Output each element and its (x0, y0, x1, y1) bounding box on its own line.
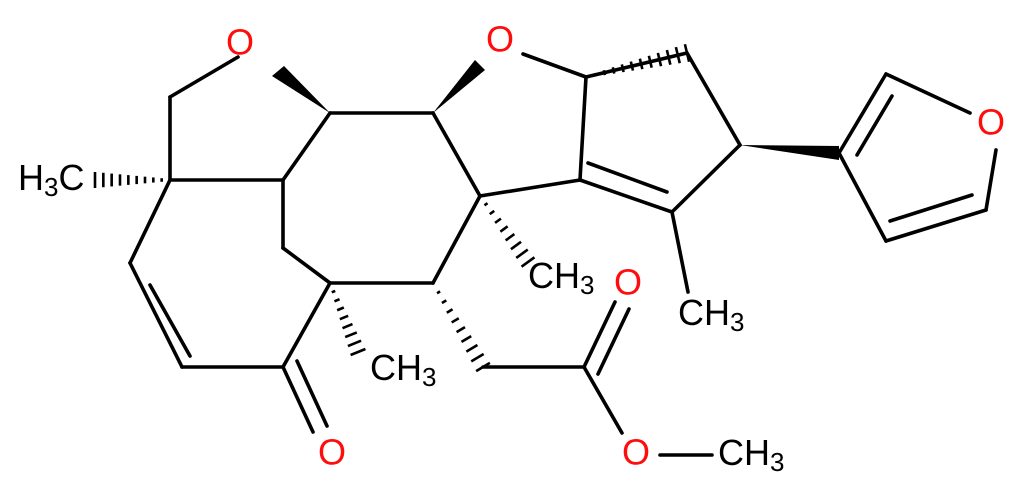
bond (984, 148, 998, 212)
oxygen-label: O (977, 102, 1005, 143)
bond (586, 161, 669, 194)
bond (168, 55, 240, 99)
bond (281, 111, 332, 182)
hash-line (350, 347, 366, 357)
hash-bond (328, 281, 366, 357)
bond (431, 194, 482, 285)
hash-line (629, 61, 635, 71)
bond (281, 365, 315, 434)
bond (478, 178, 582, 198)
hash-line (515, 248, 529, 259)
wedge-bond (740, 145, 839, 160)
hash-line (510, 240, 522, 251)
hash-line (436, 290, 441, 295)
bond (431, 111, 482, 198)
bond (584, 51, 689, 79)
bond (884, 208, 988, 243)
hash-line (638, 58, 644, 70)
hash-line (499, 225, 509, 233)
hash-line (339, 314, 349, 321)
hash-line (478, 194, 482, 198)
bond (281, 281, 332, 369)
hash-bond (478, 194, 536, 268)
hash-line (336, 306, 345, 312)
hash-line (656, 52, 663, 67)
hash-line (593, 72, 597, 77)
bond (582, 365, 624, 435)
hash-line (331, 289, 336, 294)
wedge-bond (272, 66, 330, 113)
hash-line (451, 317, 460, 324)
hash-line (520, 256, 536, 268)
wedge-bond (433, 60, 485, 113)
oxygen-label: O (226, 22, 254, 63)
methyl-label: H3C (18, 157, 84, 202)
hash-line (647, 55, 653, 68)
bond (837, 151, 888, 243)
bond (670, 210, 690, 294)
hash-bond (584, 43, 691, 79)
bond (148, 283, 192, 358)
hash-line (328, 281, 332, 285)
hash-line (441, 299, 447, 305)
hash-line (333, 298, 341, 303)
hash-line (602, 69, 607, 76)
bond (596, 307, 631, 376)
methyl-label: CH3 (528, 255, 594, 300)
hash-line (494, 217, 502, 224)
hash-line (489, 209, 495, 216)
bond (837, 72, 888, 155)
hash-line (504, 233, 516, 242)
bond (582, 300, 617, 369)
hash-line (483, 202, 489, 207)
hash-line (683, 43, 691, 63)
hash-line (620, 64, 625, 73)
hash-line (431, 281, 435, 285)
bond (295, 359, 329, 428)
bond (281, 246, 332, 285)
hash-bond (431, 281, 491, 373)
hash-line (665, 49, 672, 66)
hash-line (465, 343, 479, 353)
methyl-label: CH3 (370, 347, 436, 392)
bond (670, 143, 742, 214)
bond (128, 261, 184, 369)
bond (578, 75, 588, 182)
bond (685, 51, 742, 147)
wedges (272, 60, 839, 160)
hash-line (446, 308, 454, 314)
bond (521, 52, 588, 79)
hash-line (470, 352, 485, 363)
hash-line (344, 331, 358, 339)
oxygen-label: O (614, 262, 642, 303)
bond (884, 72, 972, 115)
methyl-label: CH3 (718, 432, 784, 477)
hash-line (611, 67, 616, 74)
bond (128, 178, 172, 265)
oxygen-label: O (622, 432, 650, 473)
hash-line (347, 339, 362, 348)
oxygen-label: O (486, 19, 514, 60)
bond (578, 178, 674, 214)
bond (888, 193, 974, 223)
hash-line (674, 46, 681, 64)
hash-bond (93, 172, 172, 188)
hash-line (342, 322, 353, 330)
hash-line (460, 334, 472, 344)
methyl-label: CH3 (678, 292, 744, 337)
bonds (128, 51, 998, 457)
hash-line (455, 326, 466, 334)
bond (855, 94, 894, 157)
hash-line (475, 361, 491, 373)
hashed-wedges (93, 43, 691, 373)
oxygen-label: O (318, 432, 346, 473)
